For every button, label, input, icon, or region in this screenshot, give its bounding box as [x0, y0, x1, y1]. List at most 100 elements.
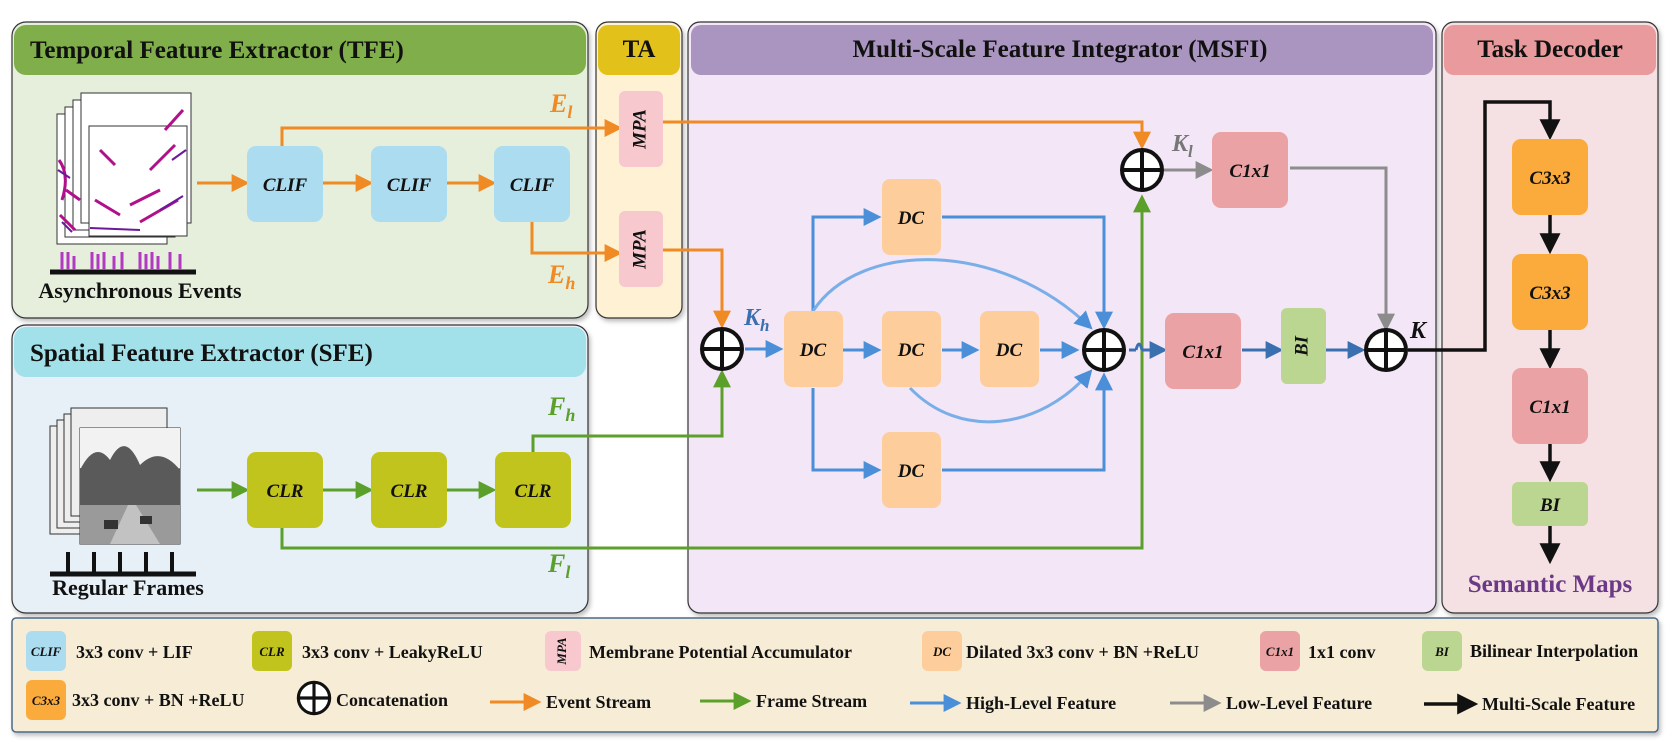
- svg-text:3x3 conv + LeakyReLU: 3x3 conv + LeakyReLU: [302, 642, 483, 662]
- svg-text:C1x1: C1x1: [1229, 161, 1270, 182]
- clif-block-3: CLIF: [494, 146, 570, 222]
- svg-text:Bilinear Interpolation: Bilinear Interpolation: [1470, 641, 1638, 661]
- arrow-dc-curve-upper: [811, 258, 1093, 330]
- svg-text:C3x3: C3x3: [32, 693, 61, 708]
- legend-item-c3x3: C3x3 3x3 conv + BN +ReLU: [26, 680, 245, 720]
- svg-text:DC: DC: [995, 340, 1023, 361]
- line-bridge: [1134, 342, 1144, 351]
- event-frames-illustration: [56, 92, 192, 245]
- svg-text:BI: BI: [1434, 644, 1450, 659]
- ta-title: TA: [623, 36, 656, 63]
- svg-text:C1x1: C1x1: [1182, 342, 1223, 363]
- svg-text:3x3 conv + BN +ReLU: 3x3 conv + BN +ReLU: [72, 690, 245, 710]
- decoder-title: Task Decoder: [1477, 36, 1623, 63]
- svg-text:CLIF: CLIF: [31, 644, 62, 659]
- decoder-header-bar: [1444, 25, 1656, 75]
- ta-header-bar: [598, 25, 680, 75]
- output-label: Semantic Maps: [1468, 571, 1633, 598]
- svg-text:DC: DC: [897, 461, 925, 482]
- arrow-dc-to-dc-bottom: [811, 388, 882, 479]
- arrow-mpa1-to-kl-concat: [662, 120, 1151, 150]
- msfi-title: Multi-Scale Feature Integrator (MSFI): [853, 36, 1268, 63]
- legend-item-concat: Concatenation: [296, 680, 448, 716]
- svg-text:CLIF: CLIF: [387, 175, 432, 196]
- mpa-block-2: MPA: [619, 211, 663, 287]
- svg-text:BI: BI: [1539, 495, 1561, 516]
- svg-text:C1x1: C1x1: [1266, 644, 1294, 659]
- frames-label: Regular Frames: [52, 575, 204, 600]
- sfe-header-bar: [14, 327, 586, 377]
- rgb-frames-illustration: [49, 407, 181, 545]
- svg-text:DC: DC: [799, 340, 827, 361]
- arrow-el-to-mpa: [280, 119, 623, 146]
- fl-label: Fl: [547, 549, 570, 582]
- svg-text:CLR: CLR: [515, 481, 552, 502]
- arrow-k-to-decoder: [1408, 100, 1561, 352]
- svg-text:MPA: MPA: [554, 637, 569, 666]
- c1x1-block-decoder: C1x1: [1512, 368, 1588, 444]
- legend-item-low-level: Low-Level Feature: [1170, 693, 1372, 713]
- svg-text:3x3 conv + LIF: 3x3 conv + LIF: [76, 642, 193, 662]
- event-spike-train: [50, 252, 196, 275]
- clif-block-2: CLIF: [371, 146, 447, 222]
- frame-timeline: [50, 552, 196, 577]
- legend-item-multi-scale: Multi-Scale Feature: [1424, 693, 1635, 715]
- arrow-eh-to-mpa: [530, 220, 623, 262]
- legend-item-mpa: MPA Membrane Potential Accumulator: [545, 631, 852, 671]
- arrow-mpa2-to-kh-concat: [662, 248, 731, 329]
- legend-item-dc: DC Dilated 3x3 conv + BN +ReLU: [922, 631, 1199, 671]
- clif-block-1: CLIF: [247, 146, 323, 222]
- msfi-header-bar: [691, 25, 1433, 75]
- svg-text:Multi-Scale Feature: Multi-Scale Feature: [1482, 694, 1635, 714]
- kl-label: Kl: [1171, 131, 1193, 161]
- arrow-dc-curve-lower: [908, 369, 1093, 424]
- dc-block-mid-1: DC: [882, 311, 941, 387]
- arrow-dc-to-dc-top: [811, 208, 882, 311]
- arrow-fl-to-kl-concat: [280, 194, 1151, 550]
- concat-kl-icon: [1120, 148, 1164, 192]
- clr-block-3: CLR: [495, 452, 571, 528]
- concat-k-icon: [1364, 328, 1408, 372]
- svg-text:CLR: CLR: [391, 481, 428, 502]
- svg-text:Low-Level Feature: Low-Level Feature: [1226, 693, 1372, 713]
- svg-text:MPA: MPA: [629, 229, 650, 270]
- svg-text:Concatenation: Concatenation: [336, 690, 448, 710]
- c1x1-block-low: C1x1: [1212, 132, 1288, 208]
- k-label: K: [1409, 318, 1428, 344]
- legend-item-frame-stream: Frame Stream: [700, 691, 867, 711]
- legend-item-event-stream: Event Stream: [490, 692, 651, 712]
- svg-text:DC: DC: [932, 644, 951, 659]
- sfe-title: Spatial Feature Extractor (SFE): [30, 340, 373, 367]
- dc-block-bottom: DC: [882, 432, 941, 508]
- svg-text:High-Level Feature: High-Level Feature: [966, 693, 1116, 713]
- arrow-dc-bottom-to-concat: [942, 372, 1113, 472]
- eh-label: Eh: [547, 260, 575, 293]
- svg-text:Frame Stream: Frame Stream: [756, 691, 867, 711]
- concat-kh-icon: [700, 327, 744, 371]
- arrow-fh-to-kh-concat: [531, 369, 731, 452]
- svg-text:CLIF: CLIF: [510, 175, 555, 196]
- clr-block-1: CLR: [247, 452, 323, 528]
- legend-item-c1x1: C1x1 1x1 conv: [1260, 631, 1376, 671]
- dc-block-top: DC: [882, 179, 941, 255]
- c3x3-block-2: C3x3: [1512, 254, 1588, 330]
- svg-text:1x1 conv: 1x1 conv: [1308, 642, 1376, 662]
- svg-text:Membrane Potential Accumulator: Membrane Potential Accumulator: [589, 642, 852, 662]
- svg-text:MPA: MPA: [629, 109, 650, 150]
- concat-dc-icon: [1082, 328, 1126, 372]
- arrow-dc-top-to-concat: [942, 215, 1113, 330]
- svg-text:C3x3: C3x3: [1529, 168, 1570, 189]
- dc-block-mid-2: DC: [980, 311, 1039, 387]
- bi-block-msfi: BI: [1281, 308, 1326, 384]
- legend-item-high-level: High-Level Feature: [910, 693, 1116, 713]
- legend-item-clif: CLIF 3x3 conv + LIF: [26, 631, 193, 671]
- svg-text:Dilated 3x3 conv + BN +ReLU: Dilated 3x3 conv + BN +ReLU: [966, 642, 1199, 662]
- c3x3-block-1: C3x3: [1512, 139, 1588, 215]
- legend-item-clr: CLR 3x3 conv + LeakyReLU: [252, 631, 483, 671]
- legend-item-bi: BI Bilinear Interpolation: [1422, 631, 1638, 671]
- el-label: El: [549, 89, 572, 122]
- clr-block-2: CLR: [371, 452, 447, 528]
- svg-text:C3x3: C3x3: [1529, 283, 1570, 304]
- bi-block-decoder: BI: [1512, 482, 1588, 526]
